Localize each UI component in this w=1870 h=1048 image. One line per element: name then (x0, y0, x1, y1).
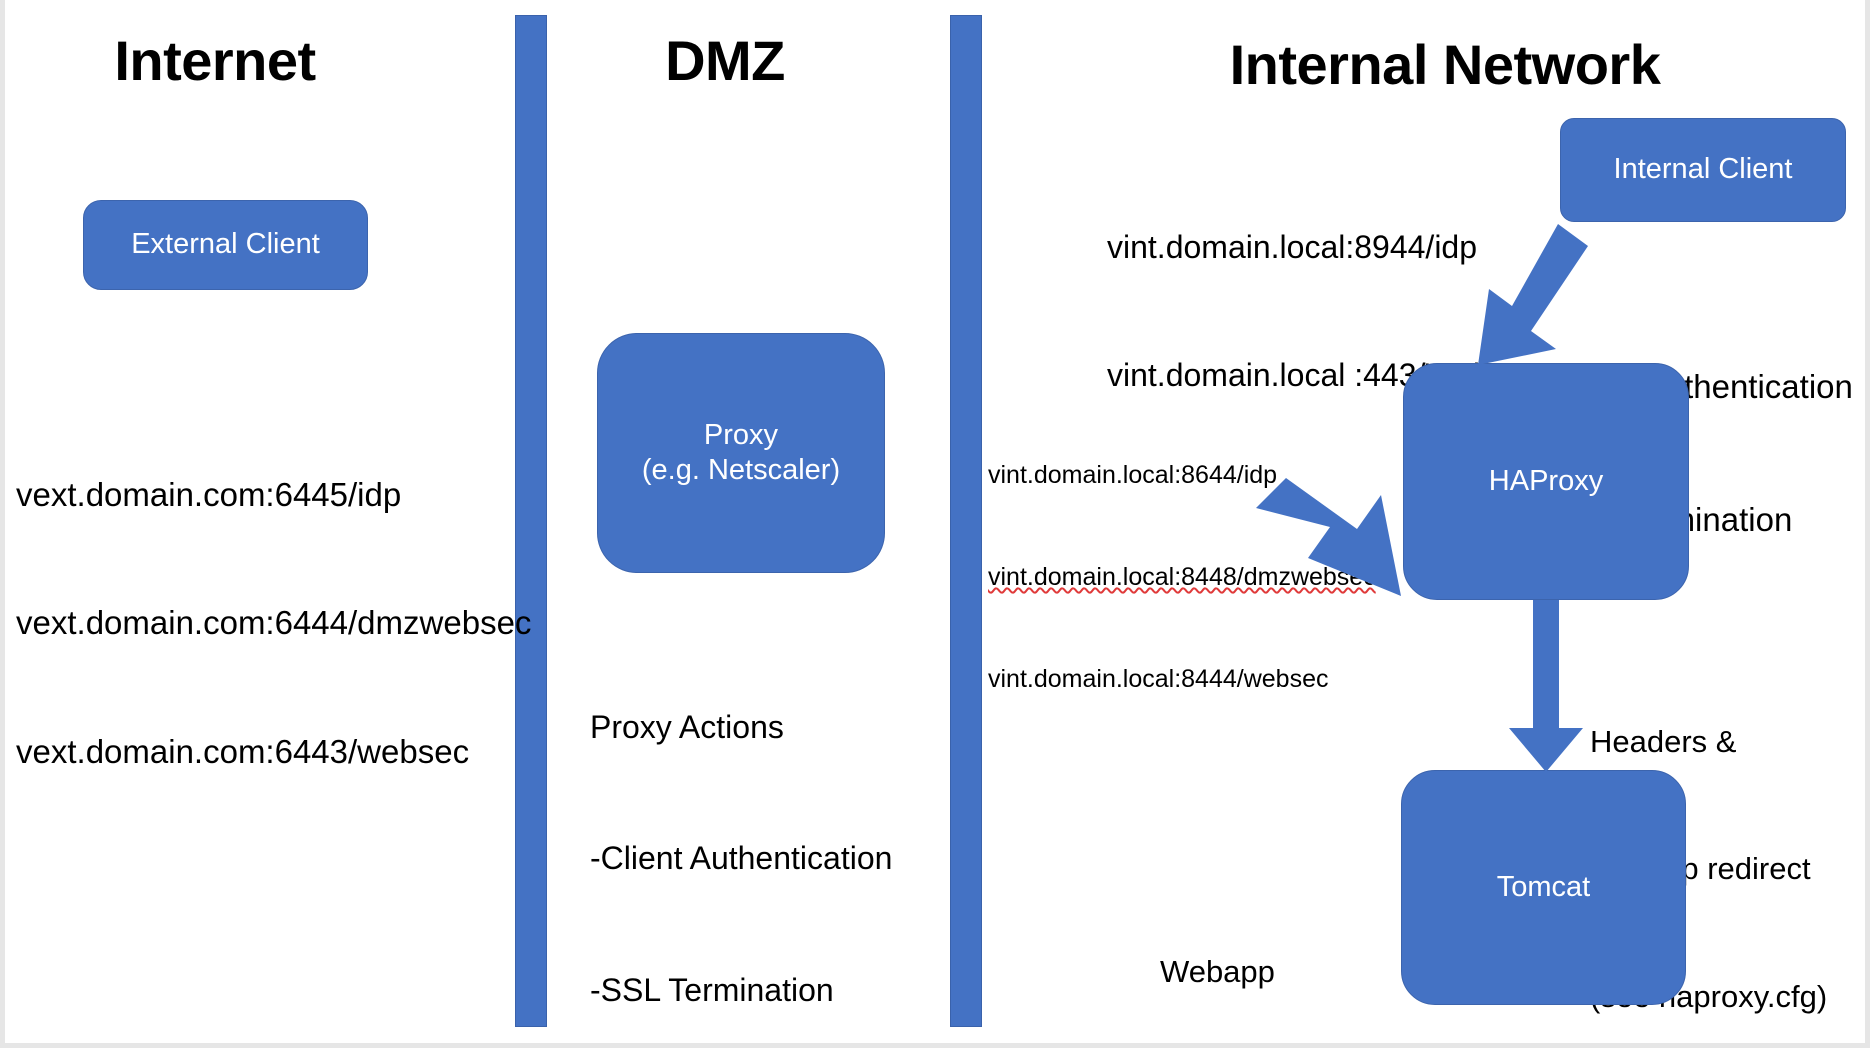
node-proxy-sublabel: (e.g. Netscaler) (641, 454, 841, 486)
text-haproxy-urls: vint.domain.local:8644/idp vint.domain.l… (988, 390, 1376, 764)
page-border-left (0, 0, 5, 1048)
text-tomcat-config: Webapp configuration (See server.xml) (1160, 866, 1386, 1048)
external-url-websec: vext.domain.com:6443/websec (16, 733, 470, 771)
proxy-action-client-auth: -Client Authentication (590, 840, 893, 877)
haproxy-url-websec: vint.domain.local:8444/websec (988, 665, 1329, 693)
external-url-idp: vext.domain.com:6445/idp (16, 475, 402, 513)
page-border-right (1865, 0, 1870, 1048)
node-internal-client-label: Internal Client (1613, 153, 1793, 186)
page-border-bottom (0, 1043, 1870, 1048)
node-proxy[interactable]: Proxy (e.g. Netscaler) (597, 333, 885, 573)
node-tomcat[interactable]: Tomcat (1401, 770, 1686, 1005)
zone-title-internet: Internet (114, 29, 316, 92)
zone-title-internal-network: Internal Network (1229, 33, 1661, 96)
node-haproxy-label: HAProxy (1488, 464, 1604, 497)
node-proxy-label: Proxy (703, 418, 779, 451)
haproxy-url-idp: vint.domain.local:8644/idp (988, 461, 1278, 489)
node-haproxy[interactable]: HAProxy (1403, 363, 1689, 600)
text-proxy-actions: Proxy Actions -Client Authentication -SS… (590, 618, 924, 1048)
internal-client-url-idp: vint.domain.local:8944/idp (1107, 228, 1478, 265)
node-external-client[interactable]: External Client (83, 200, 368, 290)
proxy-action-ssl-termination: -SSL Termination (590, 971, 834, 1008)
haproxy-url-dmzwebsec: vint.domain.local:8448/dmzwebsec (988, 563, 1376, 591)
node-external-client-label: External Client (131, 228, 320, 261)
haproxy-tomcat-headers: Headers & (1590, 723, 1737, 759)
text-external-urls: vext.domain.com:6445/idp vext.domain.com… (16, 388, 531, 860)
node-tomcat-label: Tomcat (1496, 870, 1591, 903)
zone-title-dmz: DMZ (665, 29, 785, 92)
tomcat-config-webapp: Webapp (1160, 953, 1275, 989)
divider-dmz-internal (950, 15, 982, 1027)
proxy-actions-heading: Proxy Actions (590, 708, 784, 745)
node-internal-client[interactable]: Internal Client (1560, 118, 1846, 222)
external-url-dmzwebsec: vext.domain.com:6444/dmzwebsec (16, 604, 532, 642)
divider-internet-dmz (515, 15, 547, 1027)
